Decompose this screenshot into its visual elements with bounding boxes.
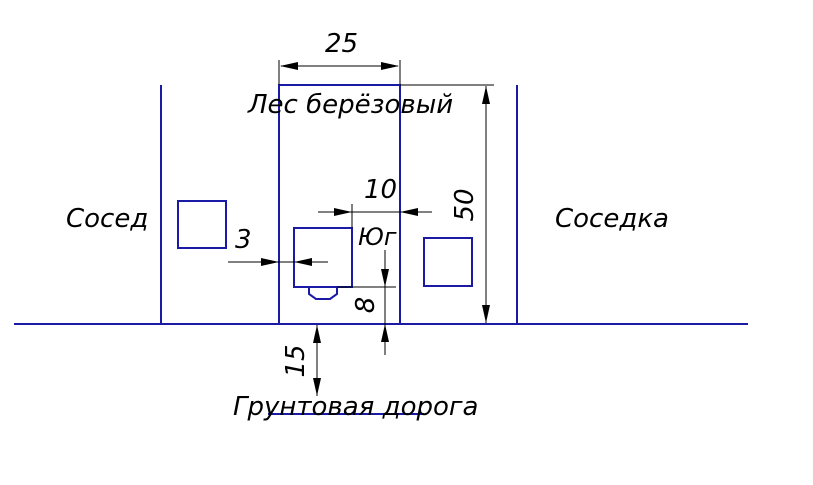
dim-label-setback: 8 [351, 297, 381, 314]
left-neighbor-label: Сосед [66, 204, 148, 234]
own-house [293, 227, 353, 288]
dimension-plot-width [278, 60, 401, 85]
dim-label-plot-depth: 50 [450, 188, 480, 221]
dimension-plot-depth [400, 84, 494, 323]
road-label: Грунтовая дорога [233, 392, 478, 422]
dimension-side-gap [228, 258, 328, 266]
dim-label-side-gap: 3 [235, 225, 252, 255]
right-neighbor-label: Соседка [555, 204, 669, 234]
forest-label: Лес берёзовый [247, 90, 453, 120]
dim-label-house-offset: 10 [364, 175, 397, 205]
right-neighbor-house [423, 237, 473, 287]
dim-label-road-distance: 15 [281, 344, 311, 377]
dimension-setback [337, 250, 396, 355]
garage-tag: Юг [358, 223, 397, 251]
dimension-road-distance [313, 325, 321, 396]
dimension-house-offset [318, 204, 432, 228]
porch [308, 286, 338, 300]
left-neighbor-house [177, 200, 227, 249]
plot-outline [278, 84, 401, 324]
dim-label-plot-width: 25 [325, 29, 358, 59]
